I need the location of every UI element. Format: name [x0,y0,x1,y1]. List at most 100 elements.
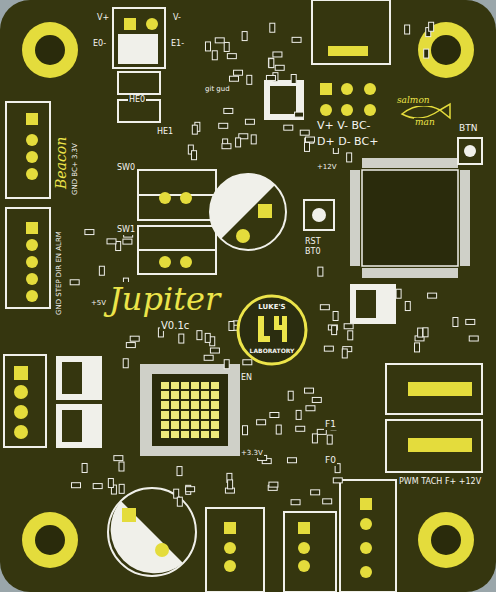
smd-part [418,328,423,337]
smd-part [243,360,252,365]
smd-part [305,137,314,142]
logo-mark [258,316,287,342]
smd-part [204,355,213,360]
smd-part [82,463,87,472]
silkscreen-label: V- [172,14,182,23]
smd-part [192,151,197,160]
right-connectors [386,364,482,472]
switch-pads [159,192,192,268]
smd-part [273,52,282,57]
smd-part [276,425,281,434]
smd-part [70,280,79,285]
smd-part [224,360,229,369]
connector-pins [14,113,38,439]
button-caps [312,145,476,222]
smd-part [305,142,310,151]
top-pins [124,18,376,116]
smd-part [466,319,475,324]
top-connectors [113,0,390,122]
smd-part [405,302,410,311]
salmon-logo [402,104,450,118]
smd-part [428,293,437,298]
silkscreen-label: E0- [92,40,107,49]
smd-part [323,499,332,504]
smd-part [108,479,113,488]
silkscreen-label: +5V [90,300,107,308]
smd-part [269,482,278,487]
silkscreen-label: BTN [458,124,478,134]
bottom-pins [224,498,372,578]
silkscreen-label: Jupiter [108,282,221,317]
smd-part [306,406,315,411]
smd-part [348,331,353,340]
smd-part [119,484,124,493]
silkscreen-label: E1- [170,40,185,49]
mounting-hole-drills [35,35,461,555]
smd-part [424,49,429,58]
smd-part [99,266,104,275]
smd-part [320,305,329,310]
smd-part [291,75,296,84]
smd-part [224,108,233,113]
smd-part [212,51,217,60]
smd-part [405,25,410,34]
smd-part [243,426,248,435]
silkscreen-label: SW1 [116,226,136,235]
silkscreen-label: D+ D- BC+ [316,136,379,148]
smd-part [269,59,274,68]
smd-part [288,391,293,400]
silkscreen-label: BT0 [304,248,321,257]
smd-part [333,478,342,483]
driver-qfn [140,364,240,456]
smd-part [296,426,305,431]
bottom-connectors [206,480,396,592]
silkscreen-label: PWM TACH F+ +12V [398,478,482,487]
silkscreen-label: +3.3V [240,450,264,458]
silkscreen-label: V+ [96,14,110,23]
smd-part [72,483,81,488]
smd-part [177,497,182,506]
smd-part [130,336,139,341]
smd-part [107,239,116,244]
smd-part [347,153,352,162]
mosfets [56,34,396,448]
smd-part [266,75,275,80]
left-connectors [4,102,50,447]
smd-part [192,125,197,134]
smd-part [284,125,293,130]
logo-outline [238,296,306,364]
smd-part [287,458,296,463]
smd-part [327,435,332,444]
smd-part [423,328,428,337]
smd-part [219,123,228,128]
smd-part [205,42,210,51]
silkscreen-label: F0 [324,456,337,466]
silkscreen-label: GND STEP DIR EN ALRM [56,230,64,316]
silkscreen-label: +12V [316,164,338,172]
smd-part [291,500,300,505]
smd-part [268,58,273,67]
logo-circle: LUKE'SLABORATORY [236,294,308,366]
smd-part [296,410,301,419]
smd-part [242,32,247,41]
smd-part [229,321,234,330]
smd-part [114,456,123,461]
smd-part [179,334,184,343]
silkscreen-label: git gud [204,86,231,94]
smd-part [222,144,231,149]
smd-part [215,38,224,43]
silkscreen-label: RST [304,238,322,247]
smd-part [312,397,321,402]
smd-part [234,70,243,75]
smd-part [93,484,102,489]
smd-part [229,76,238,81]
smd-part [300,130,309,135]
smd-components [70,22,478,506]
smd-part [247,75,252,84]
logo-text: LABORATORY [250,348,295,354]
smd-part [123,239,132,244]
smd-part [119,462,124,471]
smd-part [312,434,317,443]
